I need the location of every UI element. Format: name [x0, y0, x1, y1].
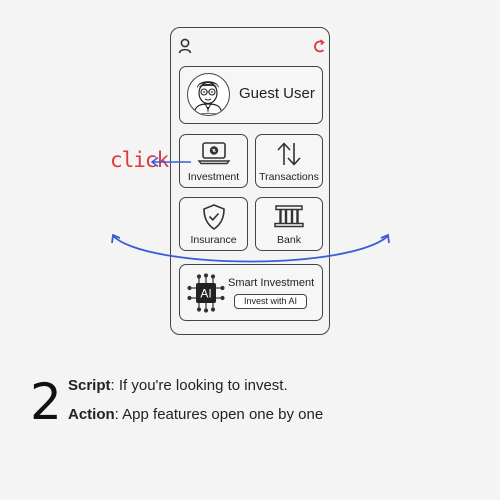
phone-topbar	[178, 38, 326, 56]
transfer-arrows-icon	[277, 142, 301, 166]
script-text: : If you're looking to invest.	[110, 377, 288, 394]
tile-label: Bank	[277, 234, 301, 246]
investment-laptop-icon	[197, 142, 230, 165]
script-label: Script	[68, 377, 111, 394]
invest-with-ai-button[interactable]: Invest with AI	[234, 294, 307, 309]
smart-investment-card[interactable]: AI Smart Investment Invest with AI	[179, 264, 323, 321]
click-annotation: click	[110, 148, 169, 172]
tile-label: Investment	[187, 171, 240, 183]
tile-label: Insurance	[190, 234, 237, 246]
bank-building-icon	[274, 205, 304, 228]
feature-tile-investment[interactable]: Investment	[179, 134, 248, 188]
shield-check-icon	[202, 204, 225, 230]
guest-user-name: Guest User	[239, 85, 315, 102]
phone-frame	[170, 27, 330, 335]
action-text: : App features open one by one	[114, 406, 324, 423]
action-label: Action	[68, 406, 115, 423]
tile-label: Transactions	[259, 171, 319, 183]
script-caption: Script: If you're looking to invest.	[68, 377, 288, 394]
ai-chip-text: AI	[200, 287, 211, 301]
user-icon[interactable]	[178, 38, 192, 54]
feature-tile-transactions[interactable]: Transactions	[255, 134, 323, 188]
guest-user-card[interactable]: Guest User	[179, 66, 323, 124]
action-caption: Action: App features open one by one	[68, 406, 323, 423]
ai-chip-icon: AI	[187, 273, 225, 313]
refresh-icon[interactable]	[312, 38, 326, 54]
step-number: 2	[30, 373, 62, 431]
feature-tile-insurance[interactable]: Insurance	[179, 197, 248, 251]
feature-tile-bank[interactable]: Bank	[255, 197, 323, 251]
avatar	[187, 73, 230, 116]
smart-investment-title: Smart Investment	[228, 277, 315, 289]
